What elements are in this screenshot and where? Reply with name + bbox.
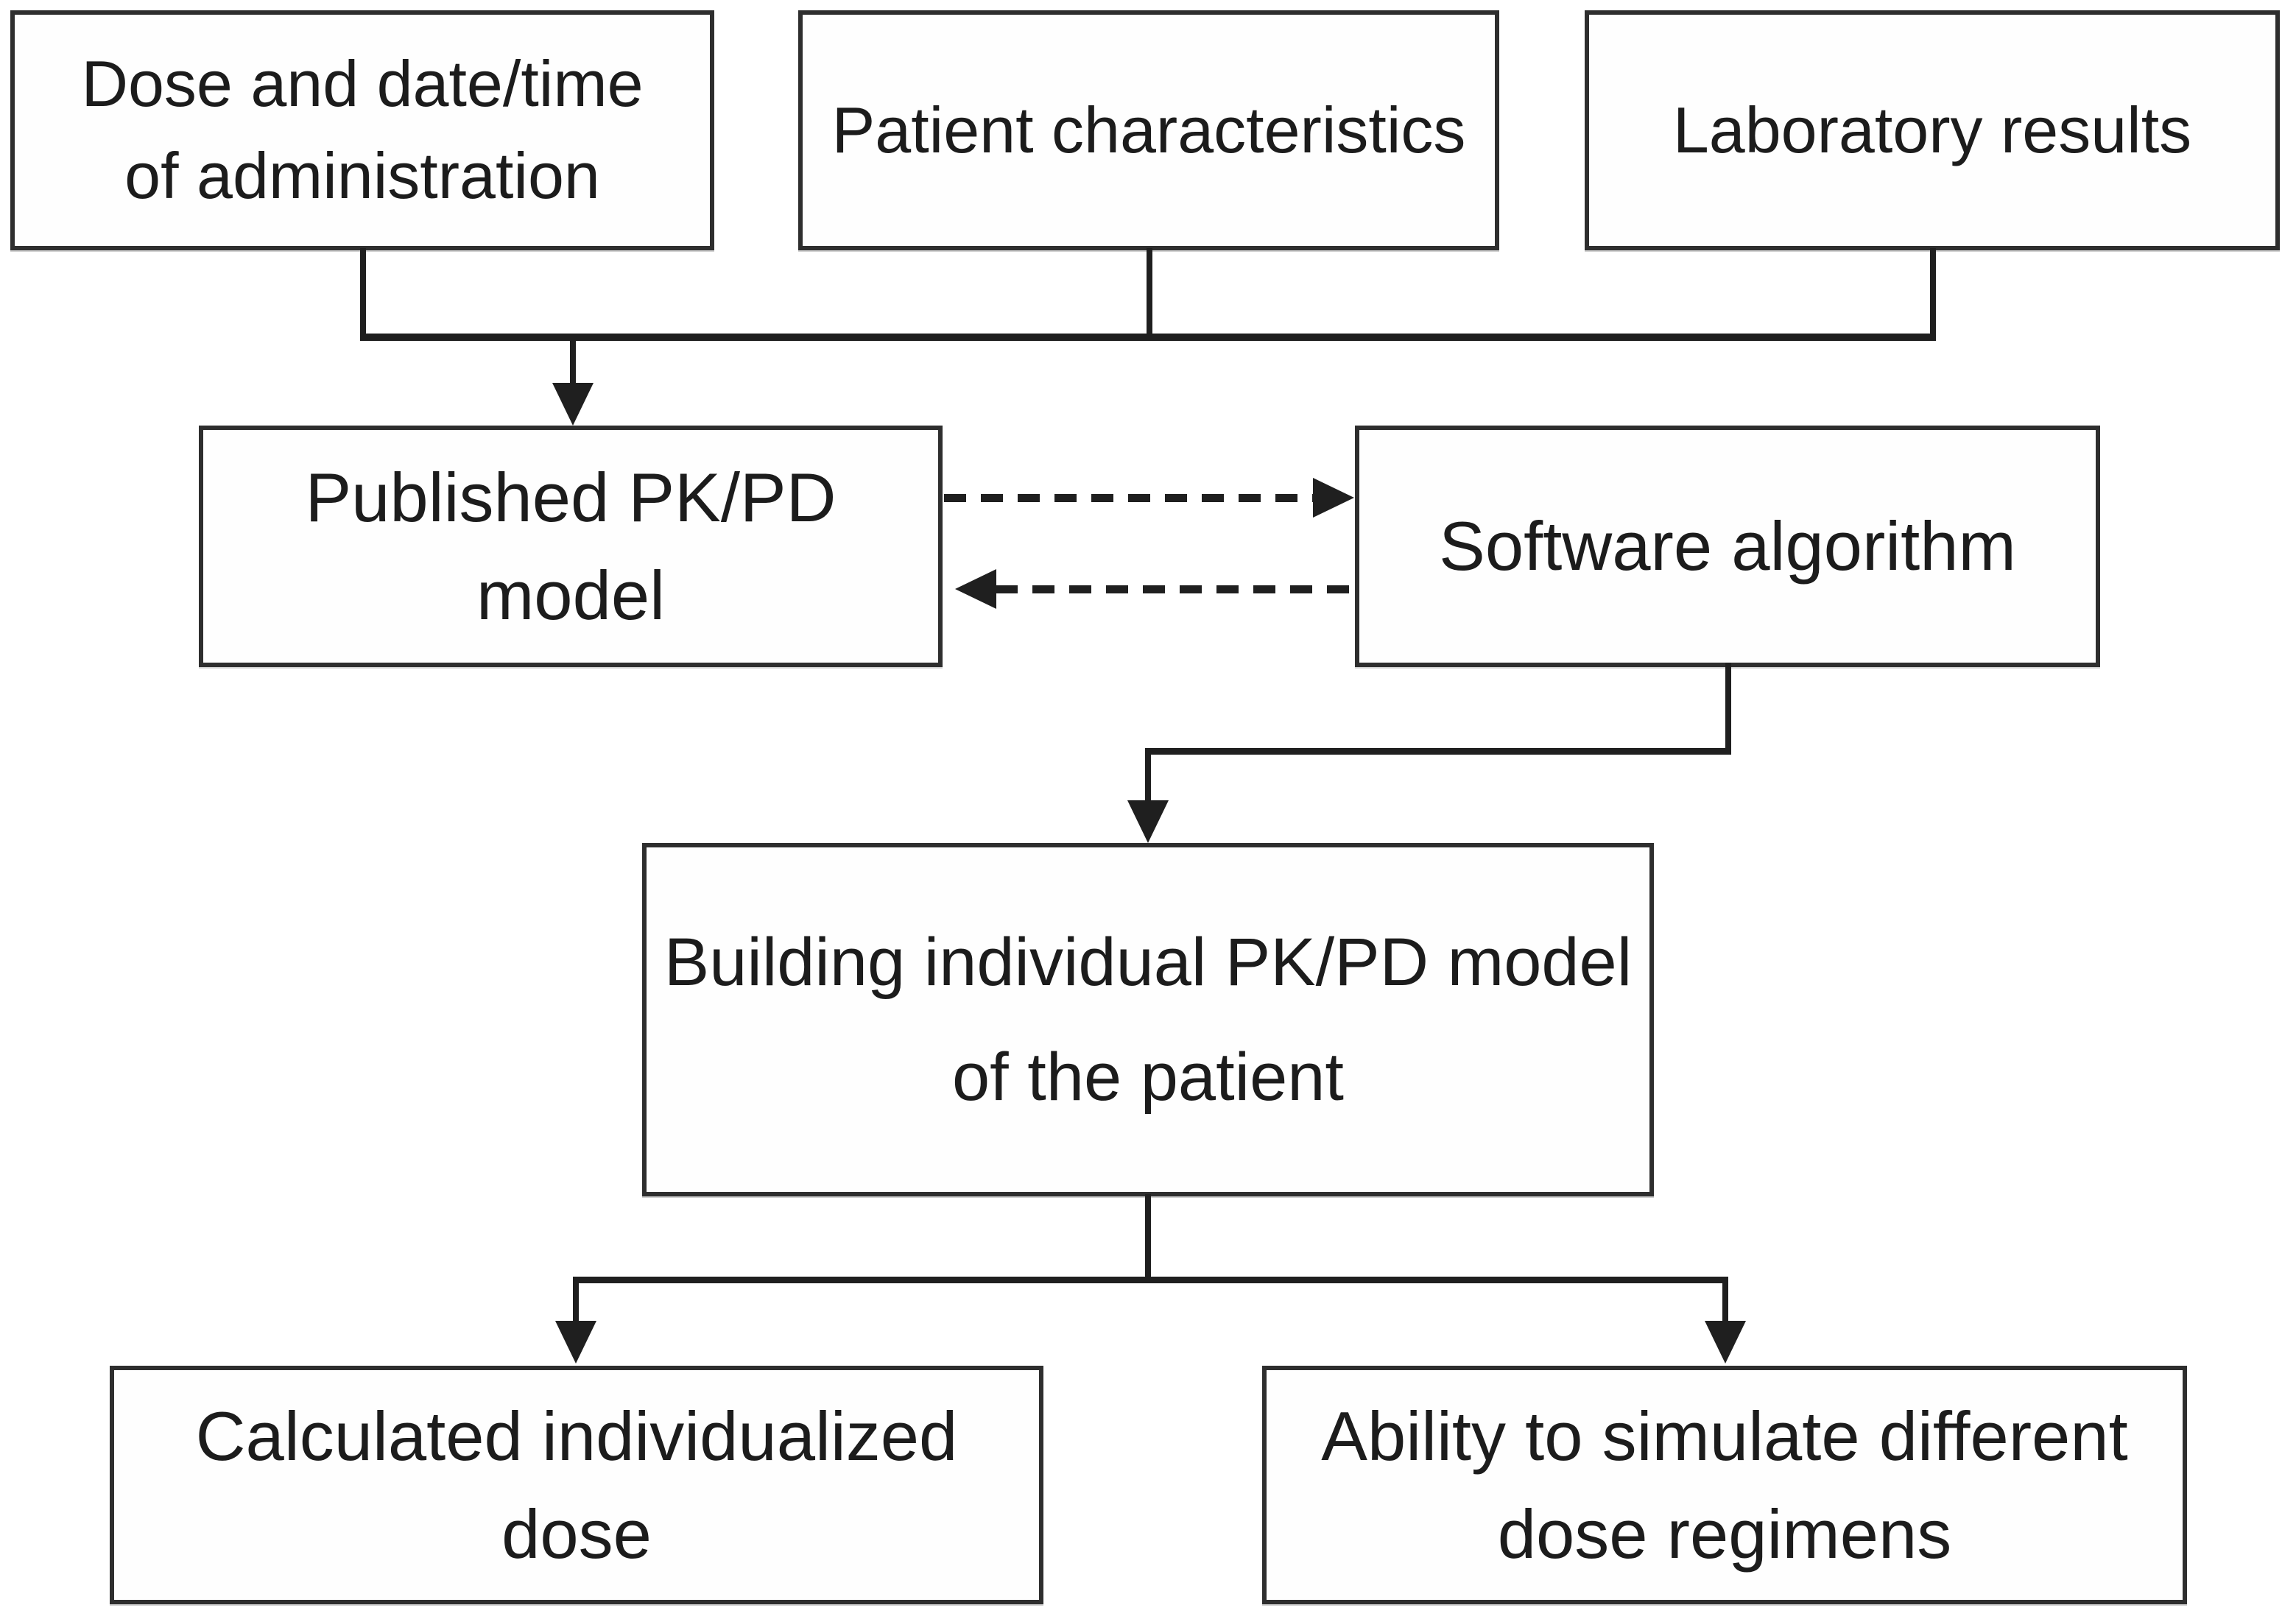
node-lab-label: Laboratory results <box>1672 93 2192 166</box>
node-building-label: Building individual PK/PD model of the p… <box>663 924 1633 1115</box>
edge-software-to-published-arrowhead-icon <box>955 569 996 609</box>
edge-patient-drop-line <box>1147 248 1152 341</box>
node-patient-label: Patient characteristics <box>831 93 1466 166</box>
edge-dose-drop-line <box>360 248 366 341</box>
edge-published-to-software-dashed-line <box>944 494 1316 502</box>
edge-merge-to-published-arrowhead-icon <box>552 383 594 426</box>
edge-building-drop-line <box>1145 1194 1151 1283</box>
edge-building-to-calculated-line <box>573 1277 579 1322</box>
node-calculated-label: Calculated individualized dose <box>195 1397 958 1573</box>
edge-published-to-software-arrowhead-icon <box>1313 478 1354 518</box>
edge-software-down-line <box>1725 663 1731 755</box>
node-published-box: Published PK/PD model <box>199 426 943 667</box>
node-ability-label: Ability to simulate different dose regim… <box>1321 1397 2128 1573</box>
edge-building-to-calculated-arrowhead-icon <box>555 1321 596 1364</box>
edge-software-elbow-line <box>1147 748 1731 755</box>
edge-lab-drop-line <box>1930 248 1936 341</box>
edge-merge-to-published-line <box>570 338 576 385</box>
node-software-label: Software algorithm <box>1439 507 2016 585</box>
edge-building-to-ability-arrowhead-icon <box>1705 1321 1746 1364</box>
node-lab-box: Laboratory results <box>1585 10 2280 250</box>
node-software-box: Software algorithm <box>1355 426 2100 667</box>
node-building-box: Building individual PK/PD model of the p… <box>642 843 1654 1196</box>
node-patient-box: Patient characteristics <box>798 10 1499 250</box>
edge-software-to-published-dashed-line <box>996 585 1358 593</box>
node-calculated-box: Calculated individualized dose <box>110 1366 1043 1604</box>
edge-software-to-building-line <box>1145 748 1151 803</box>
node-dose-box: Dose and date/time of administration <box>10 10 714 250</box>
edge-merge-horizontal-line <box>360 334 1936 341</box>
node-dose-label: Dose and date/time of administration <box>81 47 644 212</box>
edge-software-to-building-arrowhead-icon <box>1127 800 1169 843</box>
node-ability-box: Ability to simulate different dose regim… <box>1262 1366 2187 1604</box>
edge-branch-horizontal-line <box>573 1277 1728 1283</box>
node-published-label: Published PK/PD model <box>305 458 837 634</box>
edge-building-to-ability-line <box>1722 1277 1728 1322</box>
